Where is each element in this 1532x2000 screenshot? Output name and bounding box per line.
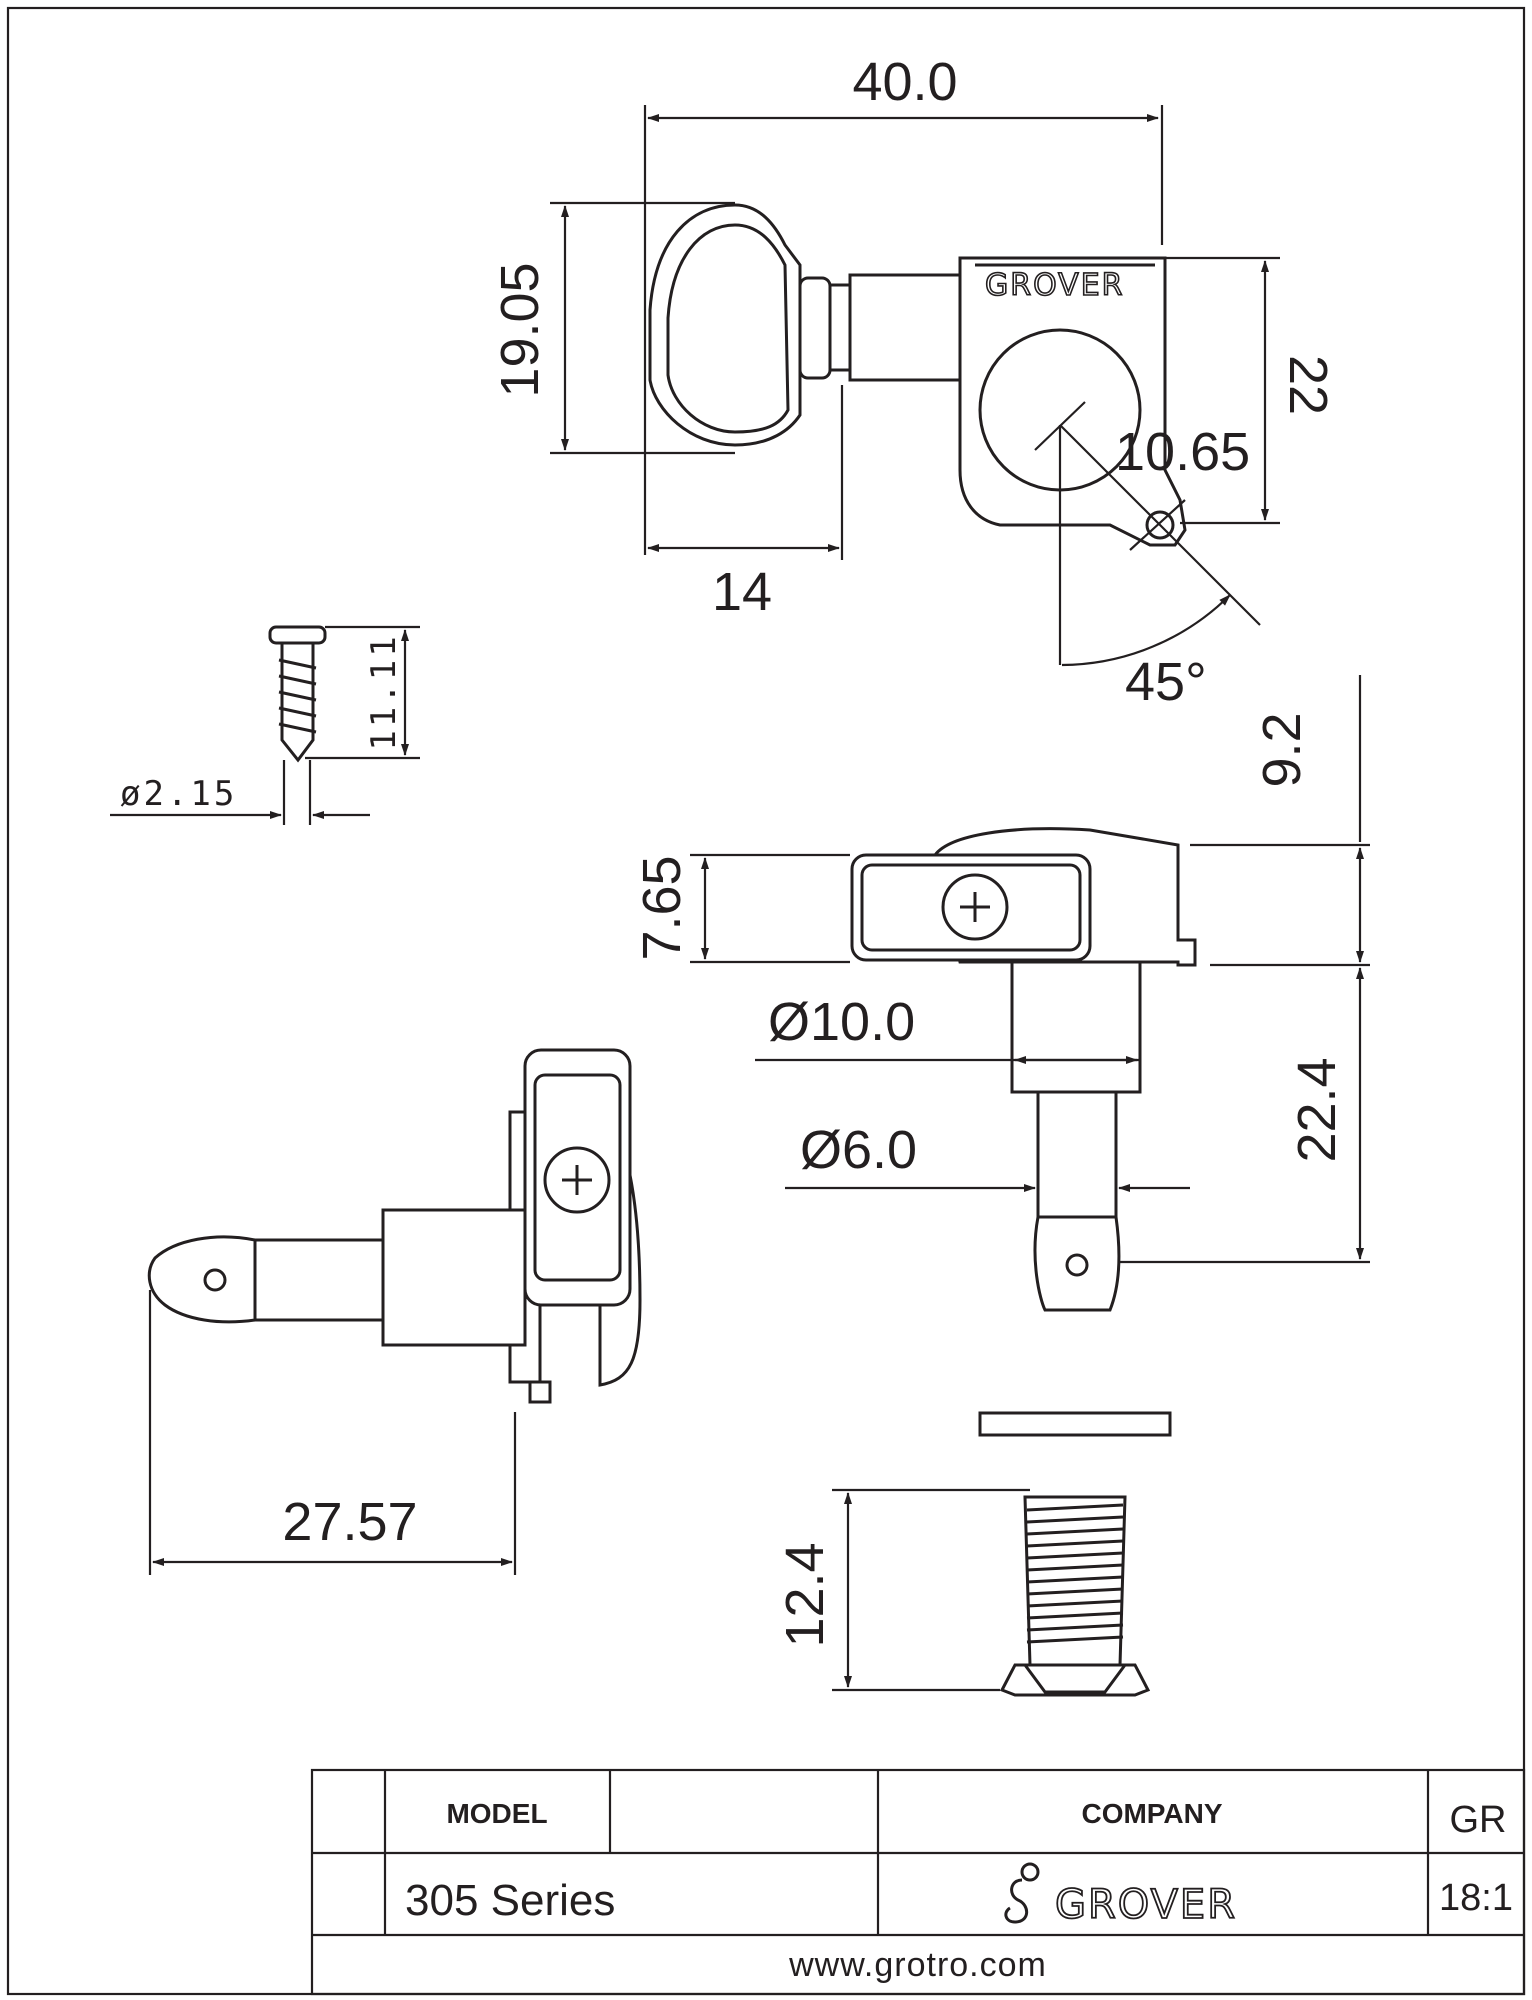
dimension-button-depth: 14 — [712, 562, 772, 622]
string-post — [1036, 1090, 1118, 1219]
cover-screw-cross — [960, 892, 990, 922]
dimension-side-length: 27.57 — [282, 1492, 417, 1552]
shaft-ring — [828, 283, 852, 372]
grover-mascot-head-icon — [1020, 1862, 1040, 1882]
dimension-housing-height: 22 — [1278, 355, 1338, 415]
dimension-offset: 10.65 — [1115, 422, 1250, 482]
model-value: 305 Series — [405, 1876, 615, 1925]
drawing-code: GR — [1450, 1799, 1507, 1841]
website-link[interactable]: www.grotro.com — [788, 1946, 1047, 1984]
tuner-button — [648, 203, 802, 447]
dimension-screw-length: 11.11 — [364, 633, 404, 750]
nut-threads — [1026, 1503, 1124, 1644]
dimension-top-clearance: 9.2 — [1252, 712, 1312, 787]
nut-dimensions: 12.4 — [775, 1488, 1030, 1692]
dimension-angle: 45° — [1125, 652, 1207, 712]
string-hole — [1065, 1253, 1089, 1277]
front-view-dimensions: 40.0 19.05 22 10.65 45° 14 — [490, 52, 1338, 712]
side-post-tip — [147, 1235, 257, 1324]
model-label: MODEL — [446, 1798, 547, 1829]
dimension-post-height: 22.4 — [1287, 1057, 1347, 1162]
side-post — [253, 1238, 385, 1322]
string-post-tip — [1033, 1215, 1121, 1312]
tuner-button-inner — [666, 223, 790, 434]
screw-center-mark — [1129, 499, 1186, 551]
side-bushing — [381, 1208, 527, 1347]
dimension-post-diameter: Ø6.0 — [800, 1120, 917, 1180]
bushing — [1010, 960, 1142, 1094]
grover-mascot-icon — [1004, 1878, 1029, 1924]
housing-top-inner — [860, 863, 1082, 952]
mounting-screw-hole — [1145, 510, 1175, 540]
drawing-scale: 18:1 — [1439, 1877, 1513, 1919]
angle-arc — [1061, 594, 1231, 667]
company-logo-text: GROVER — [1055, 1882, 1237, 1928]
housing-logo: GROVER — [985, 268, 1125, 303]
mounting-screw: 11.11 ø2.15 — [110, 625, 420, 825]
side-housing-inner — [533, 1073, 622, 1282]
radial-line — [1059, 424, 1261, 626]
side-cover-screw-cross — [562, 1165, 592, 1195]
washer — [978, 1411, 1172, 1437]
washer-and-nut — [978, 1411, 1172, 1697]
top-view — [850, 827, 1197, 1312]
title-block-frame — [310, 1768, 1526, 1996]
button-collar — [798, 276, 832, 380]
shaft — [848, 273, 962, 382]
screw-threads — [278, 658, 317, 734]
front-view: GROVER — [648, 203, 1187, 547]
screw-head — [268, 625, 327, 645]
company-label: COMPANY — [1081, 1798, 1222, 1829]
dimension-overall-width: 40.0 — [852, 52, 957, 112]
side-pin — [528, 1380, 552, 1404]
dimension-bushing-diameter: Ø10.0 — [768, 992, 915, 1052]
company-logo: GROVER — [1004, 1862, 1237, 1929]
side-view-dimensions: 27.57 — [148, 1290, 517, 1575]
dimension-housing-thickness: 7.65 — [632, 855, 692, 960]
dimension-nut-height: 12.4 — [775, 1542, 835, 1647]
top-view-dimensions: 9.2 7.65 22.4 Ø10.0 Ø6.0 — [632, 675, 1370, 1264]
hex-nut-facets — [1023, 1664, 1127, 1694]
hex-nut-base — [999, 1663, 1151, 1697]
title-block: MODEL COMPANY GR 305 Series GROVER 18:1 … — [310, 1768, 1526, 1996]
dimension-screw-diameter: ø2.15 — [120, 774, 237, 814]
side-string-hole — [203, 1268, 227, 1292]
side-view — [147, 1048, 642, 1404]
dimension-button-height: 19.05 — [490, 262, 550, 397]
